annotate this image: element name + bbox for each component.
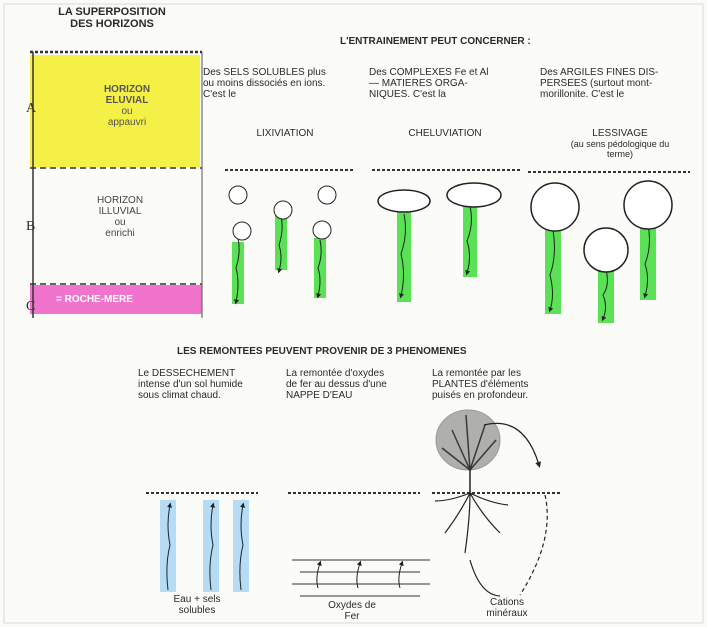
entrainement-desc-2: Des COMPLEXES Fe et Al — MATIERES ORGA- … (369, 67, 529, 100)
caption-eau-sels-line-1: Eau + sels (152, 594, 242, 605)
process-lessivage-note-2: terme) (545, 149, 695, 159)
nappe-lines (292, 560, 430, 596)
horizon-a-name-2: ELUVIAL (82, 95, 172, 106)
entrainement-desc-2-line-1: Des COMPLEXES Fe et Al (369, 67, 529, 78)
remontees-desc-2-line-1: La remontée d'oxydes (286, 368, 426, 379)
horizon-a-name-4: appauvri (82, 117, 172, 128)
remontees-desc-3-line-1: La remontée par les (432, 368, 572, 379)
horizon-letter-b: B (26, 220, 35, 234)
entrainement-desc-2-line-3: NIQUES. C'est la (369, 89, 529, 100)
horizon-a-label: HORIZON ELUVIAL ou appauvri (82, 84, 172, 128)
caption-oxydes-fer-line-2: Fer (302, 611, 402, 622)
horizon-b-label: HORIZON ILLUVIAL ou enrichi (80, 195, 160, 239)
horizon-b-name-4: enrichi (80, 228, 160, 239)
remontees-desc-1-line-3: sous climat chaud. (138, 390, 278, 401)
process-cheluviation: CHELUVIATION (375, 128, 515, 139)
remontees-heading: LES REMONTEES PEUVENT PROVENIR DE 3 PHEN… (177, 346, 557, 357)
process-lessivage-note-1: (au sens pédologique du (545, 139, 695, 149)
remontees-desc-1-line-2: intense d'un sol humide (138, 379, 278, 390)
title-line-2: DES HORIZONS (42, 18, 182, 30)
horizon-letter-a: A (26, 102, 36, 116)
entrainement-desc-3-line-3: morillonite. C'est le (540, 89, 700, 100)
caption-oxydes-fer: Oxydes de Fer (302, 600, 402, 622)
entrainement-heading: L'ENTRAINEMENT PEUT CONCERNER : (340, 36, 580, 47)
entrainement-desc-3: Des ARGILES FINES DIS- PERSEES (surtout … (540, 67, 700, 100)
plant-icon (435, 410, 547, 596)
lixiviation-arrows (229, 186, 336, 304)
entrainement-desc-3-line-1: Des ARGILES FINES DIS- (540, 67, 700, 78)
figure-title: LA SUPERPOSITION DES HORIZONS (42, 6, 182, 30)
nappe-arrows (317, 563, 402, 588)
caption-eau-sels: Eau + sels solubles (152, 594, 242, 616)
horizon-a-name-1: HORIZON (82, 84, 172, 95)
horizon-letter-c: C (26, 300, 35, 314)
caption-eau-sels-line-2: solubles (152, 605, 242, 616)
remontees-desc-3-line-3: puisés en profondeur. (432, 390, 572, 401)
remontees-desc-2-line-2: de fer au dessus d'une (286, 379, 426, 390)
entrainement-desc-3-line-2: PERSEES (surtout mont- (540, 78, 700, 89)
lessivage-arrows (531, 181, 672, 323)
title-line-1: LA SUPERPOSITION (42, 6, 182, 18)
caption-cations-line-1: Cations (462, 597, 552, 608)
entrainement-desc-1: Des SELS SOLUBLES plus ou moins dissocié… (203, 67, 363, 100)
remontees-desc-3: La remontée par les PLANTES d'éléments p… (432, 368, 572, 401)
complex-label-al-mo: Al-MO (453, 189, 493, 200)
horizon-a-name-3: ou (82, 106, 172, 117)
process-lixiviation: LIXIVIATION (215, 128, 355, 139)
process-lessivage-name: LESSIVAGE (545, 128, 695, 139)
entrainement-desc-1-line-2: ou moins dissociés en ions. (203, 78, 363, 89)
entrainement-desc-1-line-1: Des SELS SOLUBLES plus (203, 67, 363, 78)
entrainement-desc-2-line-2: — MATIERES ORGA- (369, 78, 529, 89)
remontees-desc-2: La remontée d'oxydes de fer au dessus d'… (286, 368, 426, 401)
remontees-desc-3-line-2: PLANTES d'éléments (432, 379, 572, 390)
horizon-b-name-2: ILLUVIAL (80, 206, 160, 217)
horizon-c-label: = ROCHE-MERE (56, 294, 186, 305)
remontees-desc-2-line-3: NAPPE D'EAU (286, 390, 426, 401)
complex-label-fe-mo: Fe-MO (383, 195, 423, 206)
caption-oxydes-fer-line-1: Oxydes de (302, 600, 402, 611)
remontees-desc-1: Le DESSECHEMENT intense d'un sol humide … (138, 368, 278, 401)
entrainement-desc-1-line-3: C'est le (203, 89, 363, 100)
dessechement-arrows (160, 500, 249, 592)
process-lessivage: LESSIVAGE (au sens pédologique du terme) (545, 128, 695, 159)
horizon-b-name-1: HORIZON (80, 195, 160, 206)
remontees-desc-1-line-1: Le DESSECHEMENT (138, 368, 278, 379)
horizon-b-name-3: ou (80, 217, 160, 228)
caption-cations: Cations minéraux (462, 597, 552, 619)
caption-cations-line-2: minéraux (462, 608, 552, 619)
